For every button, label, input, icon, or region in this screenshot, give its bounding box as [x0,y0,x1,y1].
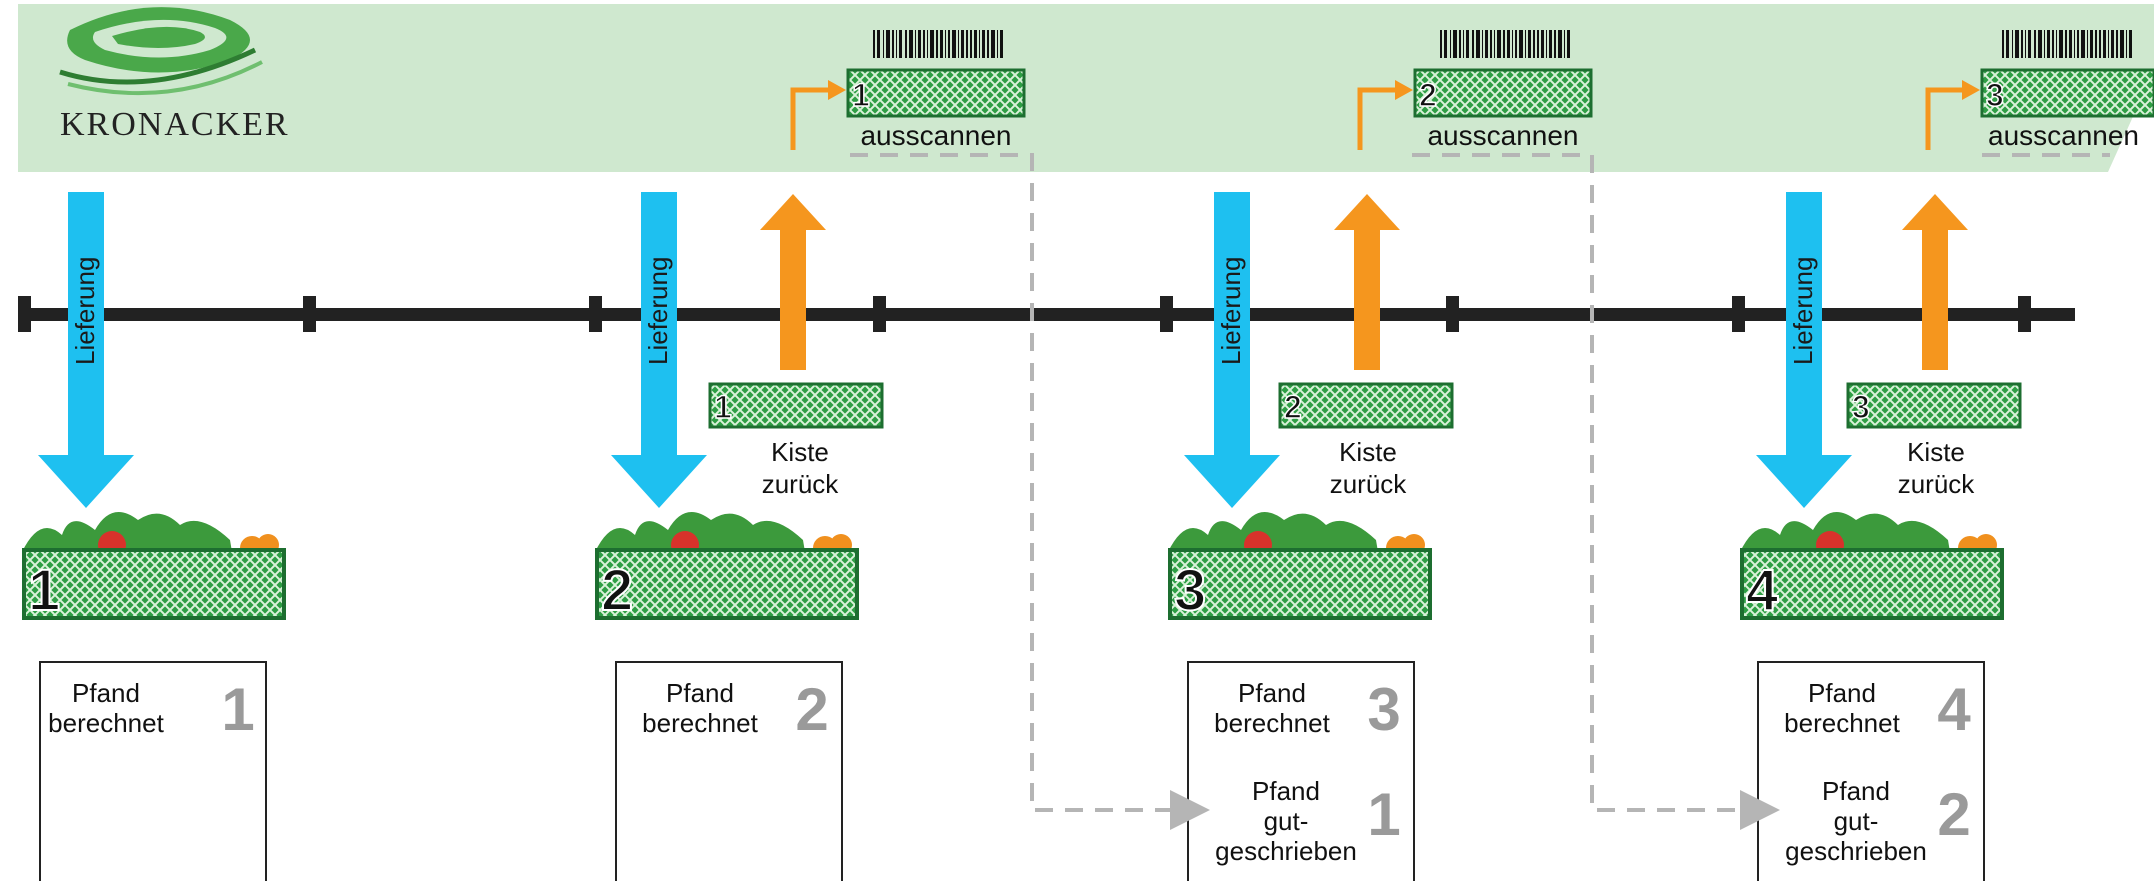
scan-station: 1 ausscannen [790,30,1026,151]
timeline [18,296,2075,332]
scan-label: ausscannen [1427,120,1578,151]
return-label-line2: zurück [762,469,840,499]
deposit-number: 2 [795,676,828,743]
deposit-number: 3 [1367,676,1400,743]
returned-crate-number: 2 [1284,389,1302,425]
deposit-number: 4 [1937,676,1971,743]
credit-label-line1: Pfand [1252,776,1320,806]
credit-number: 2 [1937,781,1970,848]
crate-number: 2 [601,558,633,623]
deposit-card: Pfand berechnet 3 Pfand gut- geschrieben… [1187,661,1415,881]
credit-label-line3: geschrieben [1785,836,1927,866]
vegetable-crate: 1 [22,512,286,624]
deposit-label-line1: Pfand [1808,678,1876,708]
delivery-label: Lieferung [1216,257,1246,365]
barcode-icon [1440,30,1570,58]
delivery-label: Lieferung [70,257,100,365]
delivery-arrow: Lieferung [1184,192,1280,508]
return-arrow [1334,194,1400,370]
scan-crate-number: 2 [1419,77,1437,113]
deposit-label-line2: berechnet [1214,708,1330,738]
return-label-line1: Kiste [1339,437,1397,467]
crate-number: 4 [1746,558,1778,623]
return-label-line1: Kiste [771,437,829,467]
return-label-line2: zurück [1898,469,1976,499]
delivery-arrow: Lieferung [611,192,707,508]
returned-crate-number: 1 [714,389,732,425]
credit-label-line2: gut- [1264,806,1309,836]
credit-connector-1 [850,153,1210,830]
scan-crate-number: 3 [1986,77,2004,113]
deposit-card: Pfand berechnet 4 Pfand gut- geschrieben… [1757,661,1985,881]
barcode-icon [2002,30,2132,58]
vegetable-crate: 2 [595,512,859,624]
deposit-number: 1 [221,676,254,743]
scan-station: 2 ausscannen [1357,30,1593,151]
barcode-icon [873,30,1003,58]
scan-station: 3 ausscannen [1925,30,2154,151]
credit-label-line1: Pfand [1822,776,1890,806]
crate-number: 1 [28,558,60,623]
returned-crate: 3 Kiste zurück [1846,382,2022,499]
delivery-arrow: Lieferung [38,192,134,508]
vegetable-crate: 3 [1168,512,1432,624]
credit-label-line3: geschrieben [1215,836,1357,866]
scan-crate-number: 1 [852,77,870,113]
cycle-3: Lieferung 3 2 Kiste zurück 2 [1168,30,1593,881]
deposit-card: Pfand berechnet 1 [39,661,267,881]
logo-wordmark: KRONACKER [60,106,290,143]
cycle-4: Lieferung 4 3 Kiste zurück 3 [1740,30,2154,881]
returned-crate-number: 3 [1852,389,1870,425]
deposit-label-line2: berechnet [1784,708,1900,738]
returned-crate: 1 Kiste zurück [708,382,884,499]
return-label-line2: zurück [1330,469,1408,499]
return-arrow [760,194,826,370]
return-arrow [1902,194,1968,370]
delivery-label: Lieferung [643,257,673,365]
deposit-label-line1: Pfand [72,678,140,708]
return-label-line1: Kiste [1907,437,1965,467]
deposit-label-line1: Pfand [1238,678,1306,708]
scan-label: ausscannen [860,120,1011,151]
deposit-label-line2: berechnet [48,708,164,738]
cycle-1: Lieferung 1 Pfand berechnet 1 [22,192,286,881]
delivery-label: Lieferung [1788,257,1818,365]
deposit-label-line1: Pfand [666,678,734,708]
deposit-card: Pfand berechnet 2 [615,661,843,881]
credit-label-line2: gut- [1834,806,1879,836]
credit-connector-2 [1412,153,1780,830]
vegetable-crate: 4 [1740,512,2004,624]
cycle-2: Lieferung 2 1 Kiste zurück 1 [595,30,1026,881]
kronacker-logo: KRONACKER [59,7,290,143]
delivery-arrow: Lieferung [1756,192,1852,508]
scan-label: ausscannen [1988,120,2139,151]
returned-crate: 2 Kiste zurück [1278,382,1454,499]
scan-header-band [18,4,2154,172]
credit-number: 1 [1367,781,1400,848]
crate-number: 3 [1174,558,1206,623]
deposit-label-line2: berechnet [642,708,758,738]
